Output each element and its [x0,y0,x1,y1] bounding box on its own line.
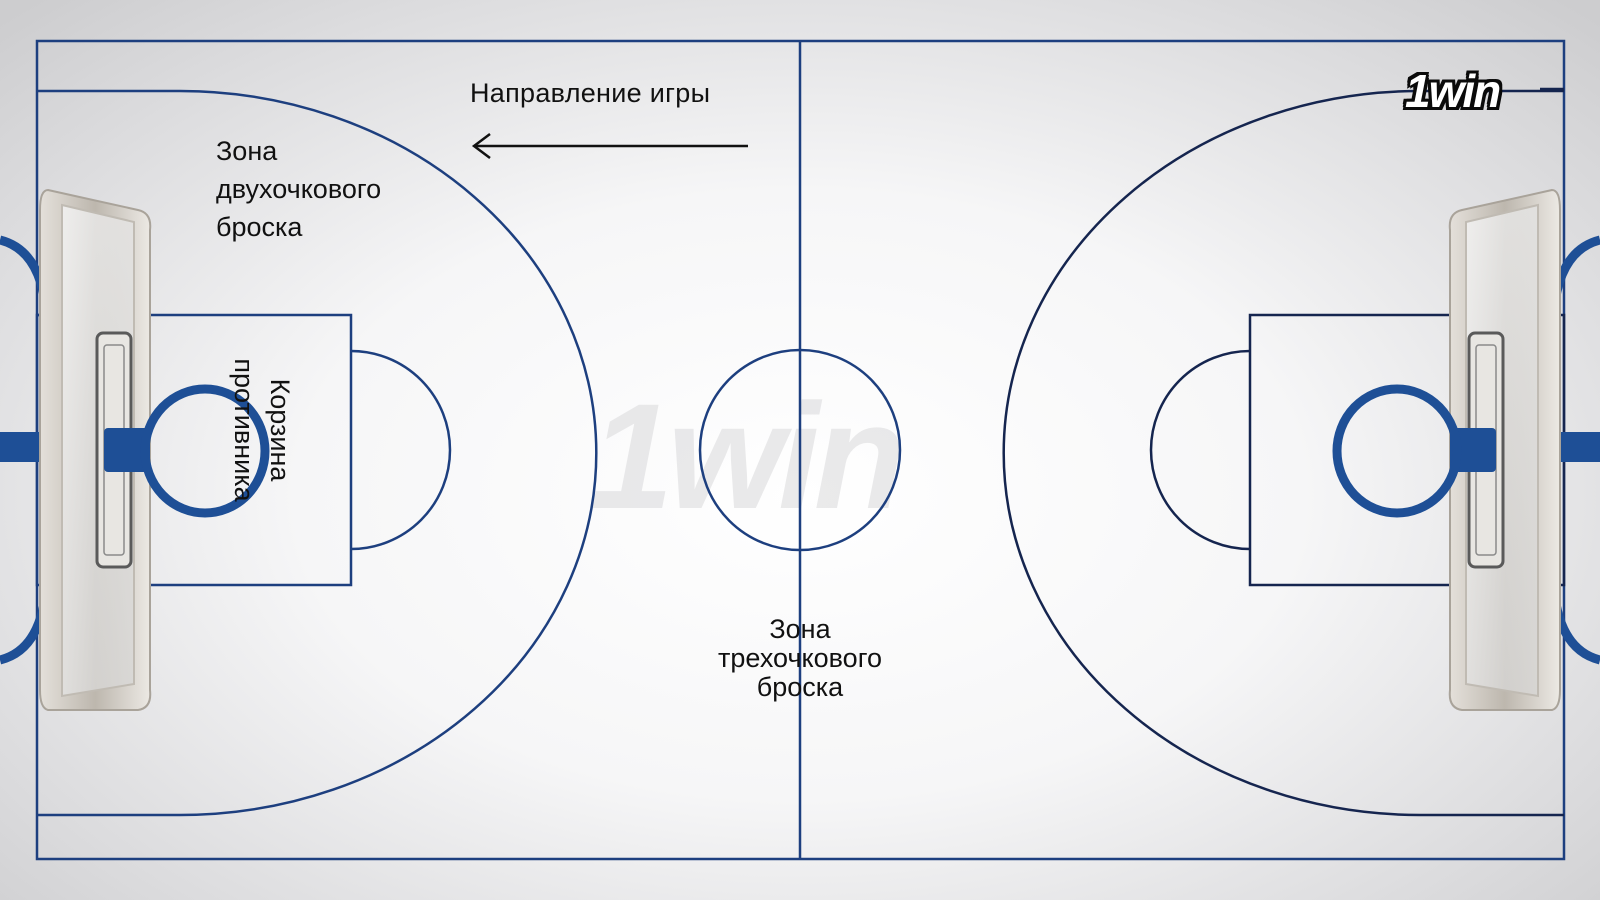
brand-logo: 1win [1405,65,1501,117]
three-point-zone-line: трехочкового [718,643,882,673]
left-hoop [140,384,270,518]
opponent-basket-label: Корзина противника [226,310,298,550]
two-point-zone-line: Зона [216,136,278,166]
arrow-left-icon [471,133,748,159]
right-backboard [1448,188,1600,711]
center-circle [698,348,902,552]
two-point-zone-line: броска [216,212,303,242]
right-hoop [1332,384,1462,518]
three-point-zone-line: Зона [769,614,831,644]
three-point-zone-line: броска [756,672,844,702]
brand-watermark: 1win [590,372,905,540]
left-backboard [0,188,152,711]
left-three-point-line [37,89,598,817]
opponent-basket-line: противника [229,358,259,502]
three-point-zone-label: Зона трехочкового броска [680,615,920,702]
play-direction-label: Направление игры [470,78,711,108]
opponent-basket-line: Корзина [265,378,295,482]
right-three-point-line [1002,89,1564,817]
two-point-zone-line: двухочкового [216,174,382,204]
left-free-throw-circle [350,349,452,551]
right-free-throw-circle [1149,349,1251,551]
two-point-zone-label: Зона двухочкового броска [216,132,456,246]
